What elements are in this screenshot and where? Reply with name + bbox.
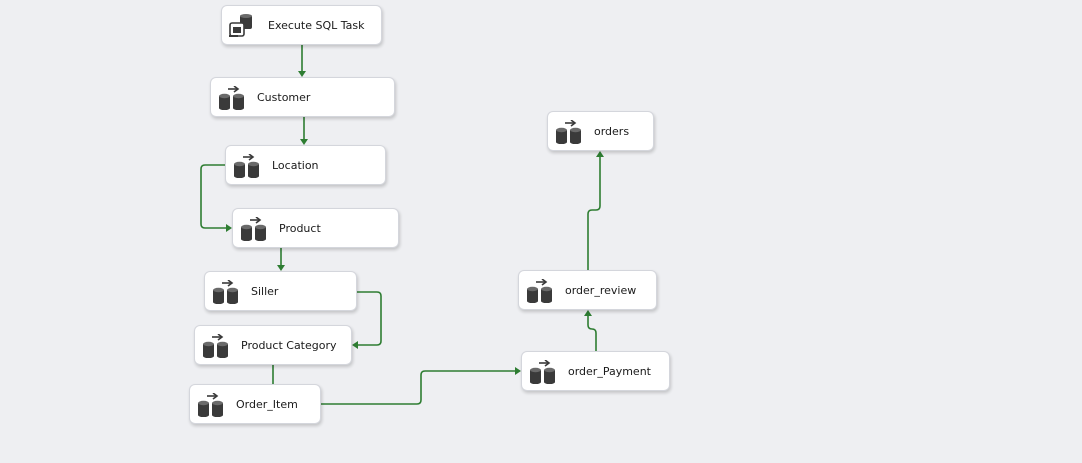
task-label: Product Category	[241, 338, 337, 352]
data-flow-task-icon	[526, 279, 553, 303]
connector-order-item-to-order-payment[interactable]	[321, 367, 521, 405]
arrow-head	[584, 310, 592, 316]
sql-task-icon	[228, 14, 253, 37]
task-label: Order_Item	[236, 397, 298, 411]
task-execute-sql[interactable]: Execute SQL Task	[221, 5, 382, 45]
data-flow-task-icon	[212, 280, 239, 304]
connector-line	[587, 316, 597, 351]
task-label: order_review	[565, 283, 637, 297]
data-flow-task-icon	[555, 120, 582, 144]
task-product[interactable]: Product	[232, 208, 399, 248]
task-orders[interactable]: orders	[547, 111, 654, 151]
task-product-category[interactable]: Product Category	[194, 325, 352, 365]
task-order-payment[interactable]: order_Payment	[521, 351, 670, 391]
data-flow-task-icon	[202, 334, 229, 358]
connector-line	[357, 291, 382, 346]
arrow-head	[596, 151, 604, 157]
connector-line	[200, 164, 226, 229]
task-order-review[interactable]: order_review	[518, 270, 657, 310]
connector-execute-sql-to-customer[interactable]	[298, 45, 306, 77]
data-flow-task-icon	[218, 86, 245, 110]
task-customer[interactable]: Customer	[210, 77, 395, 117]
data-flow-task-icon	[529, 360, 556, 384]
connector-line	[587, 157, 601, 270]
task-location[interactable]: Location	[225, 145, 386, 185]
arrow-head	[352, 341, 358, 349]
task-label: Siller	[251, 284, 279, 298]
data-flow-task-icon	[233, 154, 260, 178]
task-label: Execute SQL Task	[268, 18, 365, 32]
task-label: Product	[279, 221, 321, 235]
task-order-item[interactable]: Order_Item	[189, 384, 321, 424]
connector-line	[321, 370, 515, 405]
task-siller[interactable]: Siller	[204, 271, 357, 311]
task-label: Customer	[257, 90, 311, 104]
connector-order-payment-to-order-review[interactable]	[584, 310, 597, 351]
connector-order-review-to-orders[interactable]	[587, 151, 604, 270]
data-flow-task-icon	[197, 393, 224, 417]
task-label: Location	[272, 158, 319, 172]
connector-customer-to-location[interactable]	[300, 117, 308, 145]
task-label: order_Payment	[568, 364, 651, 378]
data-flow-task-icon	[240, 217, 267, 241]
task-label: orders	[594, 124, 630, 138]
